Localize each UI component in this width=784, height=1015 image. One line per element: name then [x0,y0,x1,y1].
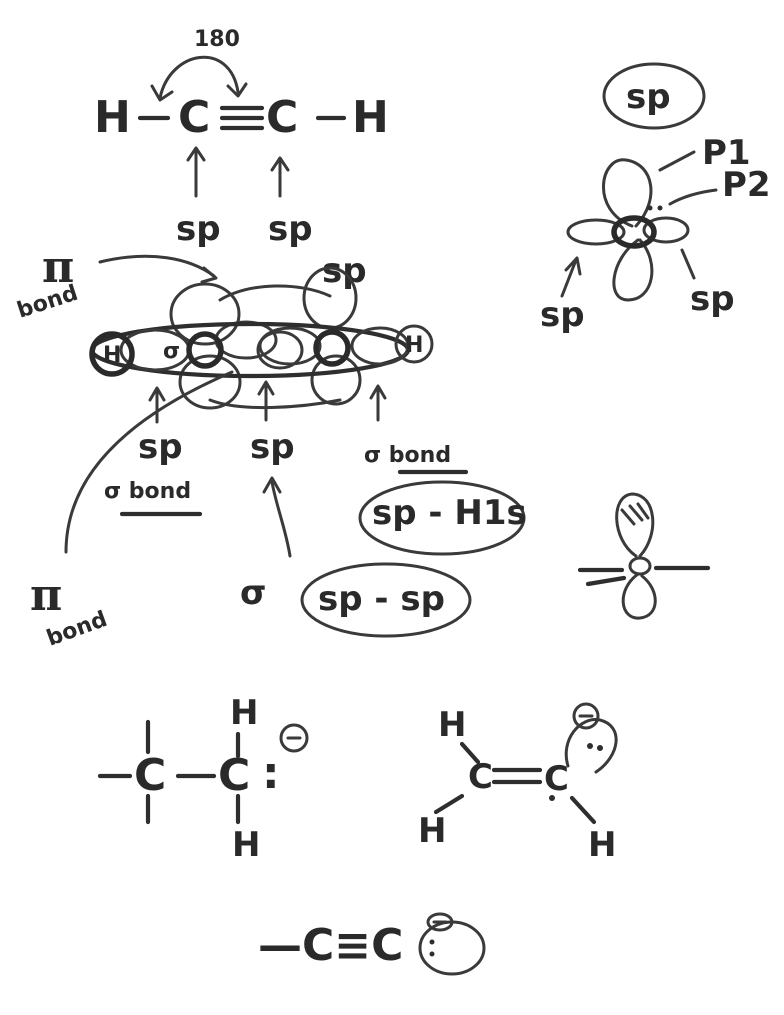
pi-overlap-top [220,286,330,300]
p2-arrow [670,190,716,204]
vinyl-double-bond [494,770,540,782]
carbon-nucleus-left [189,334,221,366]
ethyl-c1: C [134,750,166,801]
dot-1 [648,206,653,211]
orbital-h-left: H [103,343,121,368]
p1-arrow [660,152,694,170]
pi-bond-bottom-symbol: π [30,570,62,621]
top-molecule: 180 H C C H sp sp [94,27,389,249]
ethyl-anion: H C C : H [100,693,307,865]
lone-pair-dot-1 [587,743,593,749]
sigma-label: σ [240,573,266,613]
hatch-1 [622,510,634,524]
vinyl-h-left: H [418,811,446,851]
sigma-bond-right-label: σ bond [364,443,451,468]
p-lobe-down [614,240,652,300]
carbon-core [630,558,650,574]
sigma-small-label: σ [163,339,180,364]
dot-2 [658,206,663,211]
vinyl-h-right: H [588,825,616,865]
orbital-diagram: π bond sp H H σ [14,242,527,652]
bond-angle-label: 180 [194,27,240,52]
vinyl-c1: C [468,757,493,797]
sp-bottom-left: sp [540,295,585,335]
bond-left-2 [588,578,624,584]
sp-sp-label: sp - sp [318,579,445,619]
h-right-atom: H [352,92,389,143]
pi-bond-top-arrow [100,256,214,276]
sp-label-right: sp [268,209,313,249]
sigma-bond-left-label: σ bond [104,479,191,504]
bond-vinyl-h-left [436,796,462,812]
vinyl-anion: H C C H H [418,704,616,865]
acetylide-anion: —C≡C [258,914,484,974]
vinyl-h-top: H [438,705,466,745]
lone-pair-dot-2 [597,745,603,751]
carbanion-orbital-sketch [580,494,708,618]
ethyl-c2: C [218,750,250,801]
ethyl-h-top: H [230,693,258,733]
arrow-sp-right [682,250,694,278]
acetylide-dot-1 [430,940,435,945]
triple-bond [222,108,262,128]
acetylide-formula: —C≡C [258,920,403,971]
empty-lobe [623,574,655,618]
acetylide-lobe [420,922,484,974]
sp-label-left: sp [176,209,221,249]
sp-h1s-label: sp - H1s [372,493,527,533]
sp-under-mid: sp [250,427,295,467]
sp-heading: sp [626,77,671,117]
ethyl-lone-pair: : [262,748,280,799]
bond-vinyl-h-right [572,798,594,822]
sp-bottom-right: sp [690,279,735,319]
vinyl-dot [549,795,555,801]
h-left-atom: H [94,92,131,143]
vinyl-c2: C [544,759,569,799]
sp-orbital-picture: sp P1 P2 sp sp [540,64,771,335]
ethyl-h-bottom: H [232,825,260,865]
c-left-atom: C [178,92,210,143]
acetylide-dot-2 [430,952,435,957]
c-right-atom: C [266,92,298,143]
p2-label: P2 [722,165,771,205]
orbital-h-right: H [405,333,423,358]
sp-under-left: sp [138,427,183,467]
